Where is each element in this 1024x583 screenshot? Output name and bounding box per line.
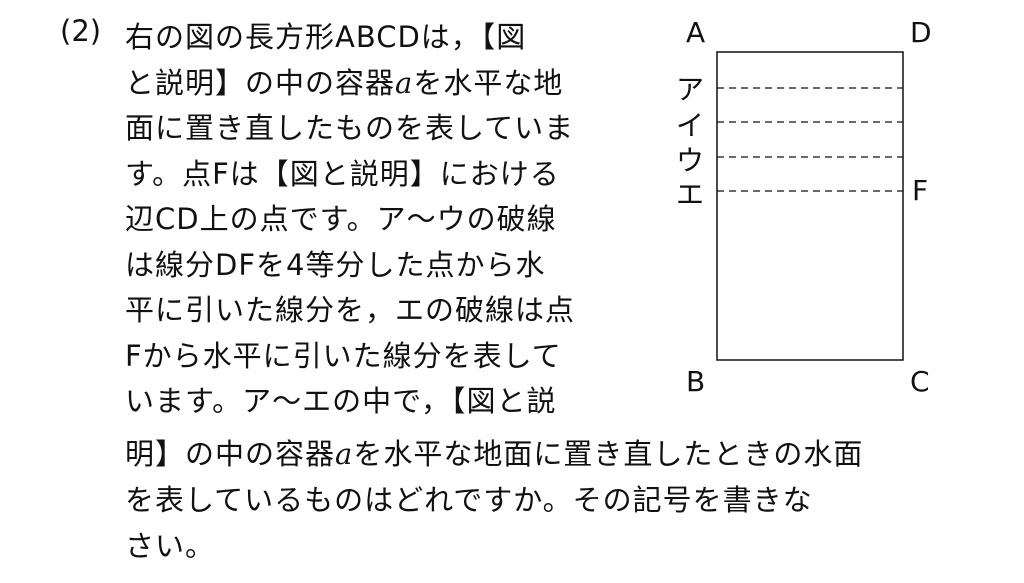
text-segment: は線分DFを4等分した点から水: [125, 248, 546, 282]
text-line: と説明】の中の容器aを水平な地: [125, 60, 563, 102]
dashed-label-i: イ: [676, 109, 705, 142]
vertex-label-c: C: [910, 365, 930, 398]
dashed-label-u: ウ: [676, 144, 705, 177]
text-segment: います。ア～エの中で，【図と説: [125, 384, 557, 418]
vertex-label-b: B: [686, 365, 706, 398]
vertex-label-d: D: [910, 16, 932, 49]
rectangle-abcd: [716, 51, 904, 361]
text-line: Fから水平に引いた線分を表して: [125, 333, 562, 375]
text-segment: さい。: [125, 529, 216, 563]
text-line: を表しているものはどれですか。その記号を書きな: [125, 477, 813, 519]
vertex-label-a: A: [686, 16, 706, 49]
variable-a: a: [395, 66, 414, 100]
text-line: 辺CD上の点です。ア～ウの破線: [125, 196, 557, 238]
dashed-label-e: エ: [676, 178, 705, 211]
text-line: 右の図の長方形ABCDは，【図: [125, 14, 526, 56]
text-segment: を水平な地面に置き直したときの水面: [353, 437, 864, 471]
dashed-label-a: ア: [676, 73, 705, 106]
text-line: さい。: [125, 523, 215, 565]
text-segment: Fから水平に引いた線分を表して: [125, 339, 562, 373]
text-segment: す。点Fは【図と説明】における: [125, 157, 560, 191]
variable-a: a: [335, 437, 354, 471]
text-segment: 辺CD上の点です。ア～ウの破線: [125, 202, 557, 236]
text-segment: を表しているものはどれですか。その記号を書きな: [125, 483, 813, 517]
text-line: 面に置き直したものを表していま: [125, 105, 574, 147]
text-segment: 右の図の長方形ABCDは，【図: [125, 20, 527, 54]
text-segment: 面に置き直したものを表していま: [125, 111, 575, 145]
point-label-f: F: [912, 174, 929, 207]
text-segment: 平に引いた線分を，エの破線は点: [125, 293, 576, 327]
text-line: す。点Fは【図と説明】における: [125, 151, 560, 193]
text-line: 平に引いた線分を，エの破線は点: [125, 287, 575, 329]
text-line: 明】の中の容器aを水平な地面に置き直したときの水面: [125, 431, 863, 473]
text-line: います。ア～エの中で，【図と説: [125, 378, 556, 420]
text-line: は線分DFを4等分した点から水: [125, 242, 545, 284]
text-segment: 明】の中の容器: [125, 437, 336, 471]
text-segment: を水平な地: [413, 66, 564, 100]
text-segment: と説明】の中の容器: [125, 66, 396, 100]
question-number: (2): [60, 14, 102, 48]
